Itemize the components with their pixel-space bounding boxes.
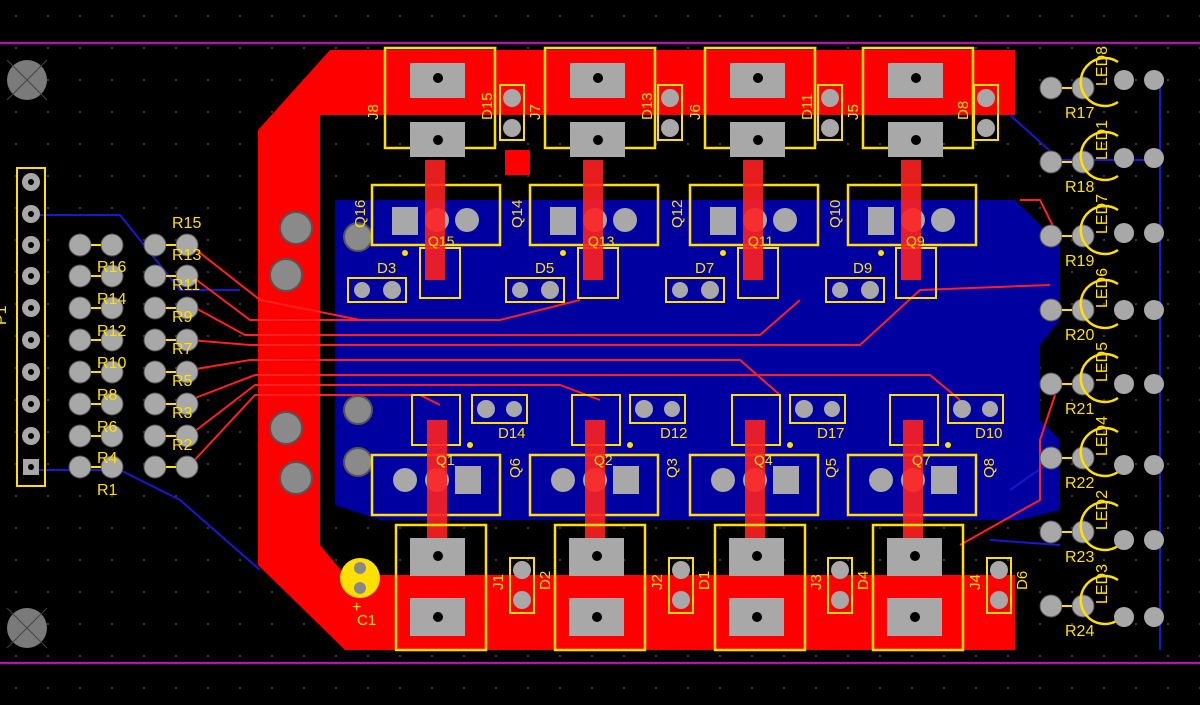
top-traces: [189, 199, 1056, 546]
ref-label: R5: [172, 373, 193, 390]
ref-label: D5: [535, 260, 554, 277]
ref-label: J3: [808, 574, 825, 590]
ref-label: R17: [1065, 105, 1094, 122]
connector-label: P1: [0, 305, 10, 325]
ref-label: D7: [695, 260, 714, 277]
ref-label: J1: [490, 574, 507, 590]
ref-label: R18: [1065, 179, 1094, 196]
ref-label: R16: [97, 259, 126, 276]
pin1-markers: [402, 250, 951, 448]
ref-label: C1: [357, 612, 376, 629]
ref-label: R4: [97, 450, 118, 467]
ref-label: D15: [479, 92, 496, 120]
ref-label: J6: [687, 104, 704, 120]
ref-label: D13: [639, 92, 656, 120]
ref-label: LED3: [1094, 564, 1111, 604]
capacitor-c1[interactable]: + C1: [340, 558, 380, 629]
ref-label: Q3: [664, 458, 681, 478]
ref-label: LED5: [1094, 342, 1111, 382]
ref-label: LED1: [1094, 120, 1111, 160]
ref-label: D17: [817, 425, 845, 442]
bottom-module-4[interactable]: D10 Q7 Q8 J4 D6: [846, 394, 1031, 652]
ref-label: R22: [1065, 475, 1094, 492]
ref-label: Q2: [594, 452, 613, 468]
bottom-module-2[interactable]: D12 Q2 Q3 J2 D1: [528, 394, 713, 652]
ref-label: LED4: [1094, 416, 1111, 456]
ref-label: Q7: [912, 452, 931, 468]
ref-label: R10: [97, 355, 126, 372]
bottom-module-3[interactable]: D17 Q4 Q5 J3 D4: [688, 394, 872, 652]
ref-label: D12: [660, 425, 688, 442]
ref-label: J7: [527, 104, 544, 120]
ref-label: D14: [498, 425, 526, 442]
ref-label: LED6: [1094, 268, 1111, 308]
bottom-module-1[interactable]: D14 Q1 Q6 J1 D2: [370, 394, 554, 652]
top-module-3[interactable]: J6 D11 Q12 Q11 D7: [665, 46, 843, 303]
power-pads[interactable]: [269, 211, 373, 495]
top-copper-pour: [258, 50, 1015, 650]
ref-label: R11: [172, 277, 200, 294]
ref-label: Q13: [588, 233, 615, 249]
ref-label: J8: [365, 104, 382, 120]
ref-label: Q12: [669, 200, 686, 228]
ref-label: D6: [1014, 571, 1031, 590]
ref-label: R21: [1065, 401, 1094, 418]
copper-pad: [505, 150, 530, 175]
ref-label: R14: [97, 291, 126, 308]
ref-label: R20: [1065, 327, 1094, 344]
ref-label: Q9: [906, 233, 925, 249]
ref-label: Q5: [823, 458, 840, 478]
ref-label: R3: [172, 405, 193, 422]
ref-label: Q4: [754, 452, 773, 468]
top-module-2[interactable]: J7 D13 Q14 Q13 D5: [505, 46, 683, 303]
ref-label: Q16: [352, 200, 369, 228]
top-module-4[interactable]: J5 D8 Q10 Q9 D9: [825, 46, 999, 303]
ref-label: Q10: [827, 200, 844, 228]
board-outline: [0, 41, 1200, 665]
ref-label: Q14: [509, 200, 526, 228]
ref-label: R24: [1065, 623, 1094, 640]
right-resistor-led-array[interactable]: R17 R18 R19 R20 R21 R22 R23 R24 LED8 LED…: [1039, 46, 1164, 640]
ref-label: J4: [967, 574, 984, 590]
ref-label: D4: [855, 571, 872, 590]
top-module-1[interactable]: J8 D15 Q16 Q15 D3: [347, 46, 525, 303]
ref-label: D2: [537, 571, 554, 590]
mounting-holes: [6, 59, 48, 649]
ref-label: Q1: [436, 452, 455, 468]
ref-label: LED2: [1094, 490, 1111, 530]
ref-label: R9: [172, 309, 193, 326]
ref-label: R23: [1065, 549, 1094, 566]
ref-label: R8: [97, 387, 118, 404]
ref-label: R6: [97, 419, 118, 436]
ref-label: Q6: [507, 458, 524, 478]
ref-label: R19: [1065, 253, 1094, 270]
ref-label: R7: [172, 341, 193, 358]
polarity-mark: +: [352, 599, 361, 616]
ref-label: D1: [696, 571, 713, 590]
ref-label: LED8: [1094, 46, 1111, 86]
ref-label: D10: [975, 425, 1003, 442]
ref-label: D11: [799, 94, 816, 120]
connector-p1[interactable]: P1: [0, 167, 46, 487]
ref-label: R1: [97, 482, 118, 499]
ref-label: D8: [955, 101, 972, 120]
ref-label: D9: [853, 260, 872, 277]
ref-label: R15: [172, 215, 201, 232]
ref-label: R2: [172, 437, 193, 454]
ref-label: D3: [377, 260, 396, 277]
ref-label: Q15: [428, 233, 455, 249]
ref-label: J2: [649, 574, 666, 590]
left-resistor-array[interactable]: R15 R16 R14 R12 R10 R8 R6 R4 R1 R13 R11 …: [68, 215, 201, 499]
ref-label: R12: [97, 323, 126, 340]
ref-label: J5: [845, 104, 862, 120]
ref-label: Q8: [981, 458, 998, 478]
ref-label: LED7: [1094, 194, 1111, 234]
ref-label: Q11: [748, 233, 774, 249]
ref-label: R13: [172, 247, 201, 264]
